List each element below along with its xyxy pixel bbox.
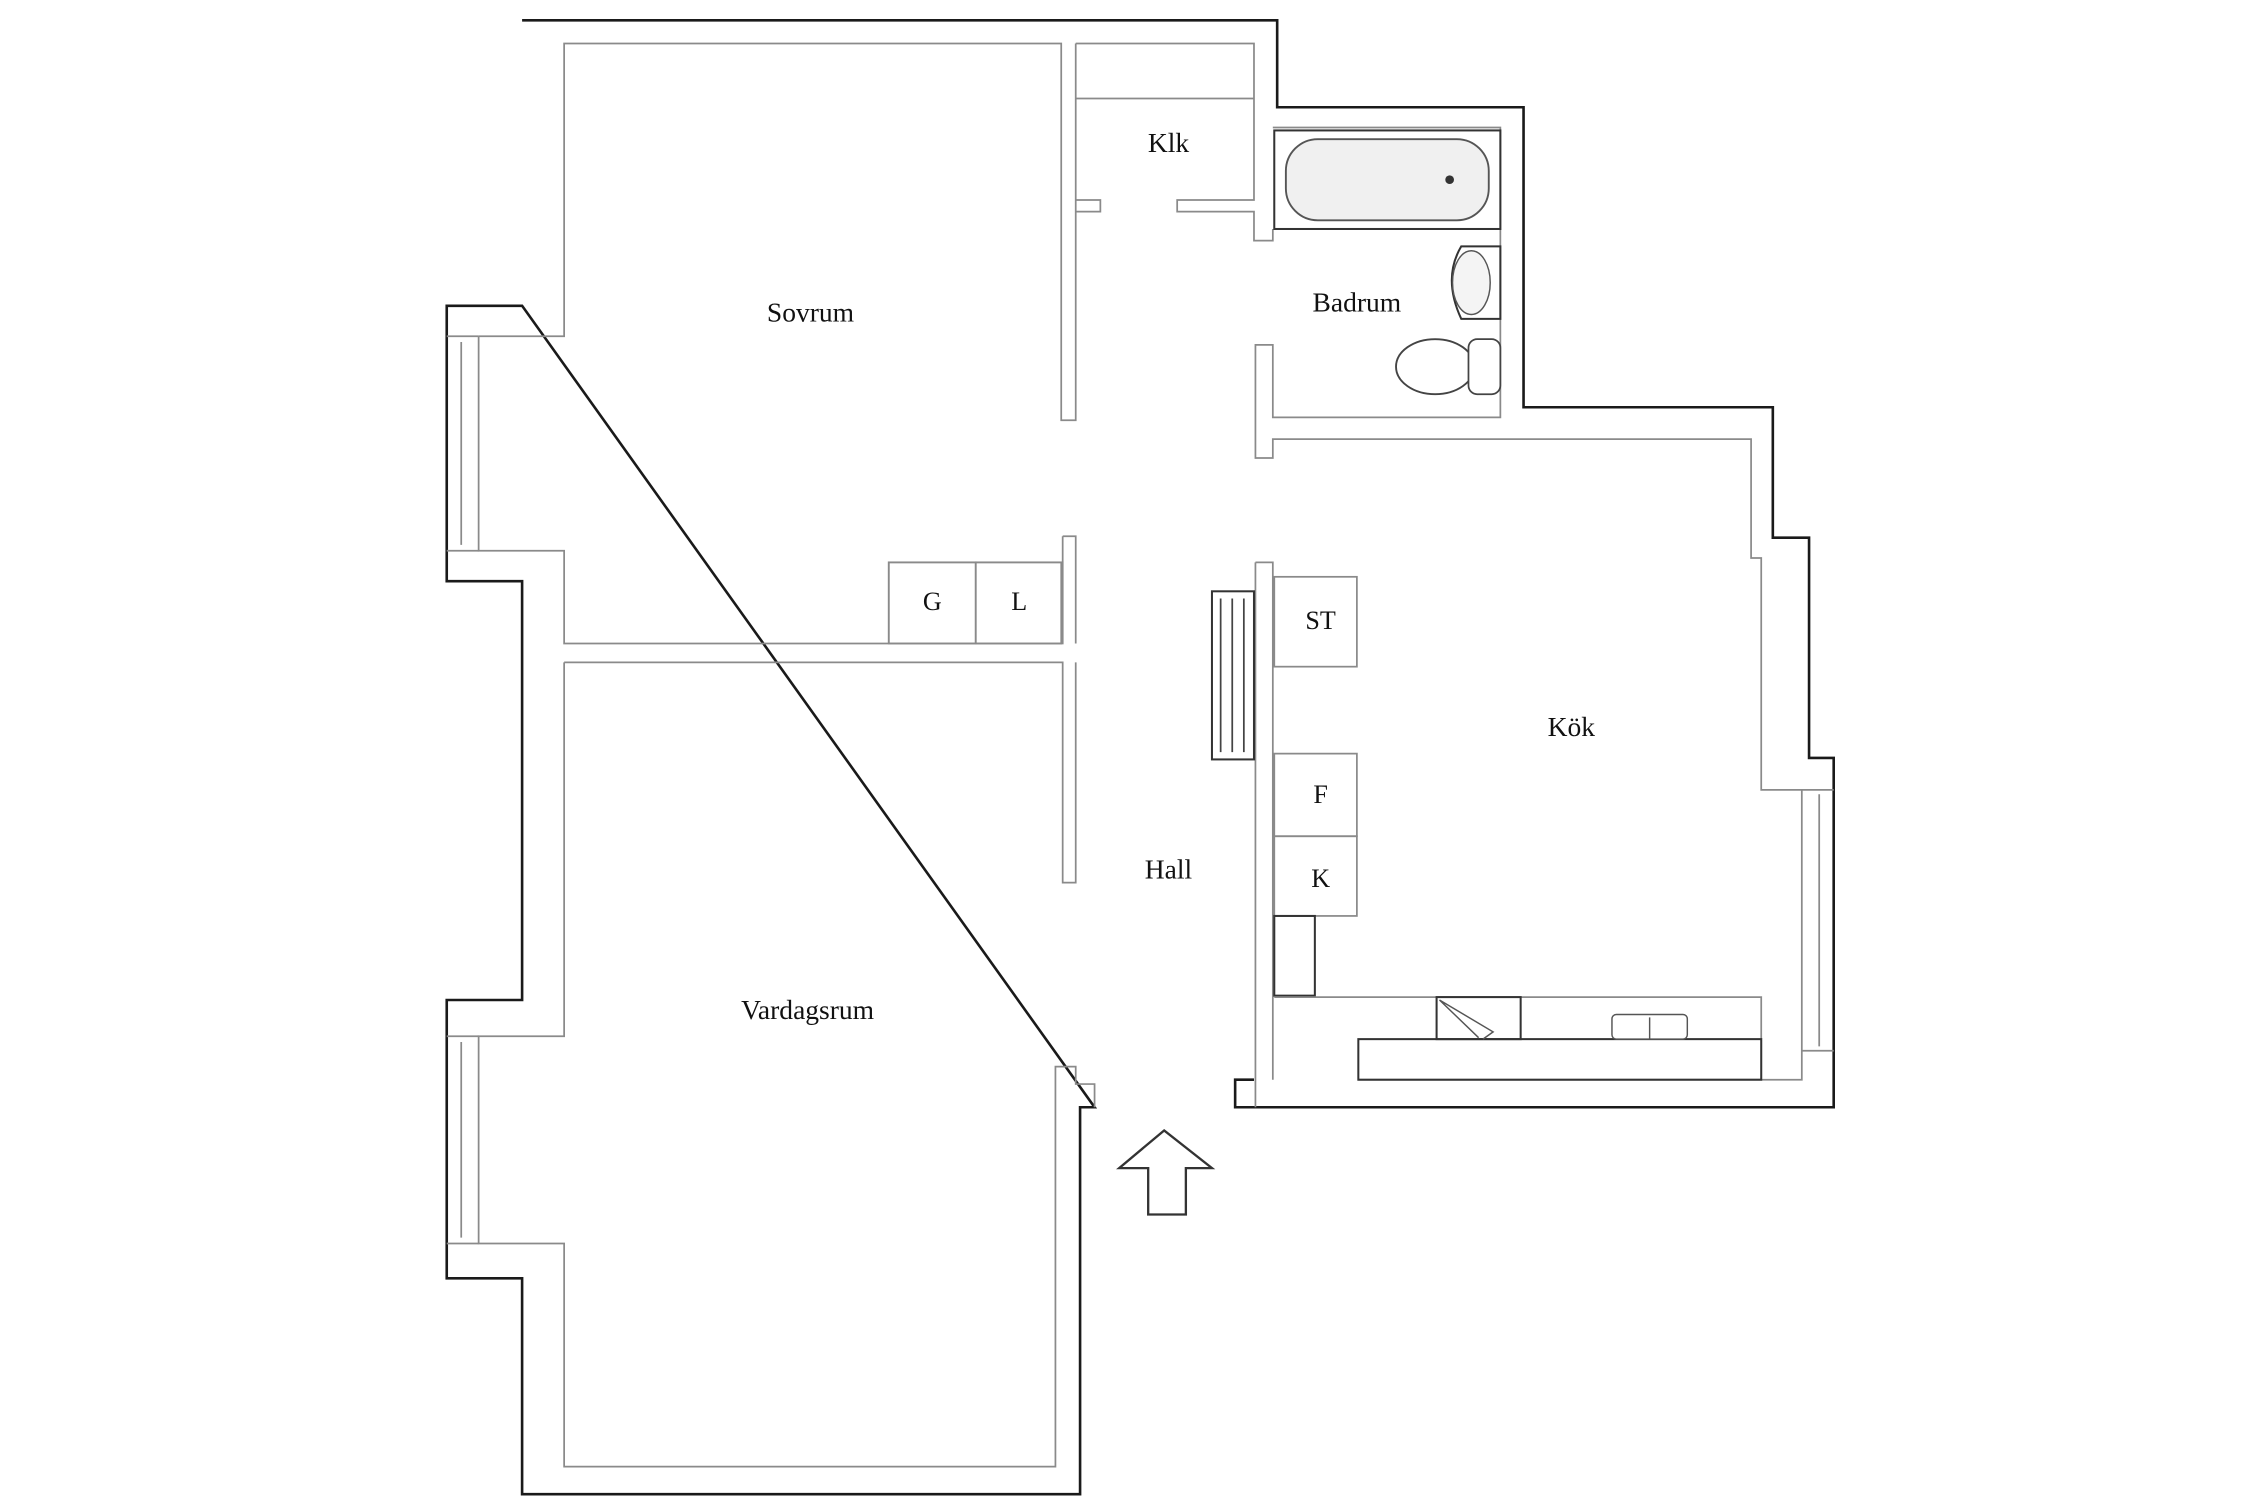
closet-g-label: G	[923, 587, 942, 616]
kitchen-counter	[1274, 996, 1763, 1040]
room-label-hall: Hall	[1145, 853, 1193, 884]
badrum-walls	[1254, 126, 1803, 1081]
hall-wall-top	[1061, 535, 1077, 644]
cabinet-k-label: K	[1311, 864, 1330, 893]
toilet-tank-icon	[1467, 338, 1502, 396]
room-label-klk: Klk	[1148, 127, 1190, 158]
bathtub-drain-icon	[1445, 175, 1454, 185]
bathtub-frame	[1273, 129, 1502, 230]
toilet-icon	[1395, 338, 1476, 396]
room-label-sovrum: Sovrum	[767, 297, 854, 328]
radiator-fins	[1219, 598, 1245, 753]
cabinet-f-label: F	[1313, 780, 1328, 809]
cabinet-st	[1273, 575, 1358, 668]
vardagsrum-walls	[477, 661, 1096, 1468]
kitchen-counter-front	[1357, 1038, 1763, 1081]
room-label-badrum: Badrum	[1313, 287, 1402, 318]
entrance-arrow-icon	[1116, 1128, 1216, 1216]
hall-kitchen-wall	[1254, 561, 1274, 1108]
outer-wall	[445, 18, 1836, 1496]
vardagsrum-window	[446, 1035, 479, 1245]
kitchen-window	[1801, 788, 1834, 1052]
cabinet-st-label: ST	[1305, 606, 1336, 635]
sovrum-lower-walls	[477, 336, 1063, 645]
room-label-kok: Kök	[1548, 711, 1596, 742]
closet-l	[974, 561, 1064, 645]
sovrum-window	[446, 335, 479, 552]
closet-l-label: L	[1011, 587, 1027, 616]
room-label-vardagsrum: Vardagsrum	[741, 994, 874, 1025]
bathtub-icon	[1284, 138, 1490, 222]
sovrum-walls	[478, 42, 1274, 422]
sink-icon	[1451, 250, 1491, 316]
cabinet-tall	[1273, 914, 1316, 997]
stove-detail	[1438, 999, 1495, 1040]
stove-icon	[1435, 996, 1522, 1041]
